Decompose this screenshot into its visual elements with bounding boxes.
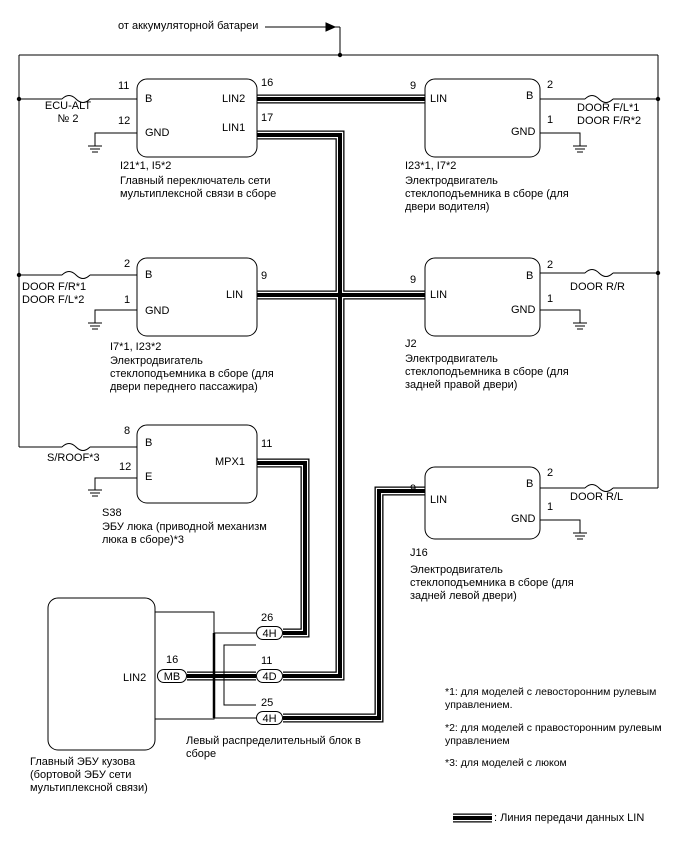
terminal-lin2: LIN2 xyxy=(222,93,246,105)
component-name: ЭБУ люка (приводной механизм люка в сбор… xyxy=(102,521,267,546)
terminal-b: B xyxy=(526,478,534,490)
footnote: *3: для моделей с люком xyxy=(445,757,567,769)
pin-number: 11 xyxy=(261,655,273,667)
component-name: Электродвигатель стеклоподъемника в сбор… xyxy=(405,175,569,213)
legend-label: : Линия передачи данных LIN xyxy=(494,812,645,824)
terminal-lin1: LIN1 xyxy=(222,122,246,134)
pin-number: 1 xyxy=(547,114,554,126)
component-name: Левый распределительный блок в сборе xyxy=(186,735,361,760)
component-name: Электродвигатель стеклоподъемника в сбор… xyxy=(410,564,574,602)
ground-icon xyxy=(87,483,103,497)
pin-number: 2 xyxy=(547,467,554,479)
connector-4h: 4H xyxy=(256,626,283,640)
connector-mb: MB xyxy=(157,669,187,683)
fuse-door-rl-label: DOOR R/L xyxy=(570,491,624,503)
component-name: Главный переключатель сети мультиплексно… xyxy=(120,175,277,200)
fuse-door-rr-label: DOOR R/R xyxy=(570,281,625,293)
fuse-door-fr-fl-label: DOOR F/R*1 DOOR F/L*2 xyxy=(22,281,87,306)
pin-number: 9 xyxy=(410,80,417,92)
terminal-gnd: GND xyxy=(511,126,536,138)
footnote: *1: для моделей с левосторонним рулевым … xyxy=(445,686,657,711)
left-feeds xyxy=(19,95,137,451)
pin-number: 1 xyxy=(124,294,131,306)
pin-number: 2 xyxy=(124,258,131,270)
terminal-gnd: GND xyxy=(145,127,170,139)
component-code: I21*1, I5*2 xyxy=(120,160,172,172)
terminal-gnd: GND xyxy=(511,513,536,525)
component-code: I23*1, I7*2 xyxy=(405,160,457,172)
pin-number: 1 xyxy=(547,501,554,513)
pin-number: 1 xyxy=(547,293,554,305)
pin-number: 12 xyxy=(119,461,132,473)
terminal-b: B xyxy=(145,269,153,281)
terminal-b: B xyxy=(526,90,534,102)
terminal-gnd: GND xyxy=(145,305,170,317)
component-code: S38 xyxy=(102,507,122,519)
terminal-e: E xyxy=(145,471,153,483)
terminal-mpx1: MPX1 xyxy=(215,456,245,468)
component-name: Главный ЭБУ кузова (бортовой ЭБУ сети му… xyxy=(30,756,148,794)
pin-number: 26 xyxy=(261,612,274,624)
terminal-gnd: GND xyxy=(511,304,536,316)
component-name: Электродвигатель стеклоподъемника в сбор… xyxy=(110,355,274,393)
pin-number: 9 xyxy=(261,270,268,282)
pin-number: 16 xyxy=(261,77,274,89)
pin-number: 16 xyxy=(166,654,179,666)
pin-number: 17 xyxy=(261,112,274,124)
battery-label: от аккумуляторной батареи xyxy=(118,20,259,32)
component-code: J2 xyxy=(405,338,417,350)
footnote: *2: для моделей с правосторонним рулевым… xyxy=(445,722,662,747)
terminal-b: B xyxy=(145,437,153,449)
component-code: J16 xyxy=(410,547,428,559)
lin-bus-core xyxy=(187,97,425,720)
connector-4h: 4H xyxy=(256,711,283,725)
pin-number: 25 xyxy=(261,697,274,709)
terminal-lin: LIN xyxy=(430,93,448,105)
right-feeds xyxy=(540,95,658,492)
fuse-door-fl-fr-label: DOOR F/L*1 DOOR F/R*2 xyxy=(577,102,642,127)
pin-number: 11 xyxy=(118,80,130,92)
pin-number: 9 xyxy=(410,274,417,286)
ground-icon xyxy=(87,139,103,153)
fuse-ecu-alt-label: ECU-ALT № 2 xyxy=(44,100,92,125)
terminal-b: B xyxy=(145,93,153,105)
ground-icon xyxy=(572,139,588,153)
ground-icon xyxy=(572,316,588,330)
pin-number: 8 xyxy=(124,425,131,437)
ground-leads xyxy=(94,132,581,527)
terminal-lin: LIN xyxy=(430,289,448,301)
pin-number: 12 xyxy=(118,115,131,127)
terminal-lin: LIN xyxy=(226,289,244,301)
pin-number: 9 xyxy=(410,483,417,495)
component-name: Электродвигатель стеклоподъемника в сбор… xyxy=(405,353,569,391)
pin-number: 2 xyxy=(547,79,554,91)
ground-icon xyxy=(572,526,588,540)
connector-4d: 4D xyxy=(256,669,283,683)
terminal-lin: LIN xyxy=(430,494,448,506)
ground-icon xyxy=(87,316,103,330)
pin-number: 11 xyxy=(261,438,273,450)
terminal-b: B xyxy=(526,270,534,282)
terminal-lin2: LIN2 xyxy=(123,672,147,684)
pin-number: 2 xyxy=(547,259,554,271)
component-code: I7*1, I23*2 xyxy=(110,341,162,353)
component-boxes xyxy=(47,78,541,751)
fuse-sroof-label: S/ROOF*3 xyxy=(47,452,100,464)
